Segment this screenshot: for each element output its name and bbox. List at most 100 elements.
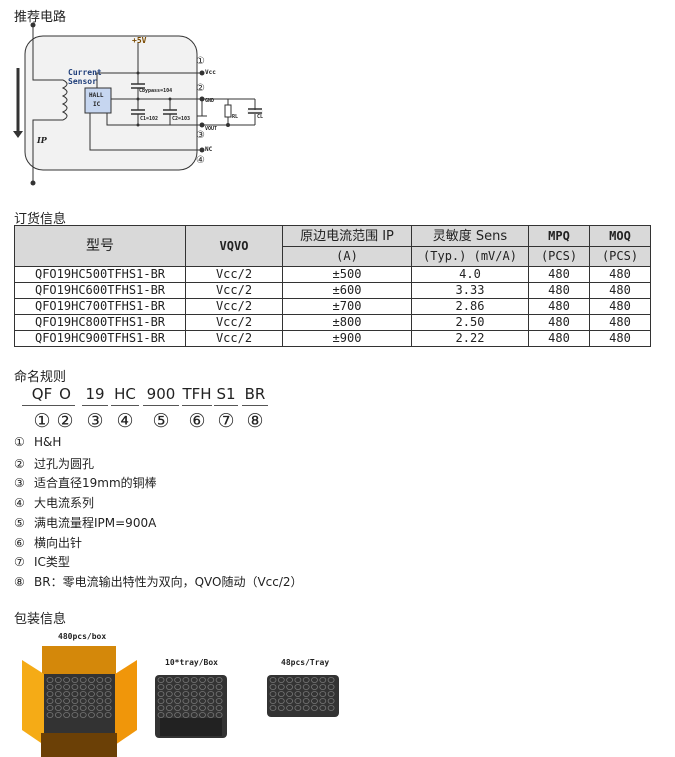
tray-cell (165, 705, 173, 711)
tray-cell (190, 691, 198, 697)
tray-cell (294, 677, 302, 683)
tray-cell (311, 705, 318, 711)
table-cell: QFO19HC500TFHS1-BR (14, 266, 186, 283)
table-cell: 3.33 (411, 282, 529, 299)
tray-cell (190, 705, 198, 711)
tray-cell (182, 677, 190, 683)
tray-cell (54, 677, 62, 683)
table-cell: 480 (589, 266, 651, 283)
code-number: ③ (86, 410, 104, 432)
tray-cell (157, 691, 165, 697)
code-segment: BR (242, 385, 268, 406)
table-cell: 480 (528, 266, 590, 283)
tray-cell (215, 712, 223, 718)
tray-cell (157, 712, 165, 718)
tray-cell (165, 677, 173, 683)
tray-cell (165, 684, 173, 690)
tray-cell (104, 691, 112, 697)
tray-cell (294, 684, 302, 690)
tray-cell (63, 677, 70, 683)
tray-cell (71, 691, 79, 697)
hall-ic (84, 87, 112, 114)
tray-cell (207, 677, 215, 683)
order-table: 型号 VQVO 原边电流范围 IP 灵敏度 Sens MPQ MOQ (A) (… (14, 225, 651, 347)
tray-cell (327, 691, 335, 697)
tray-cell (319, 691, 327, 697)
tray-cell (286, 698, 294, 704)
code-number: ⑤ (152, 410, 170, 432)
tray-cell (182, 691, 190, 697)
tray-cell (311, 691, 318, 697)
tray-cell (302, 691, 310, 697)
tray-cell (199, 677, 206, 683)
tray-cell (286, 684, 294, 690)
table-cell: Vcc/2 (185, 266, 283, 283)
table-cell: 480 (589, 314, 651, 331)
tray-cell (88, 698, 95, 704)
table-cell: QFO19HC700TFHS1-BR (14, 298, 186, 315)
tray-cell (319, 705, 327, 711)
tray-cell (54, 712, 62, 718)
tray-cell (327, 698, 335, 704)
tray-cell (327, 684, 335, 690)
tray-cell (286, 677, 294, 683)
code-number: ⑥ (188, 410, 206, 432)
tray-cell (174, 698, 182, 704)
tray-cell (165, 691, 173, 697)
table-cell: ±600 (282, 282, 412, 299)
tray-cell (277, 705, 285, 711)
tray-cell (319, 677, 327, 683)
tray-cell (174, 705, 182, 711)
tray-cell (319, 684, 327, 690)
tray-cell (302, 705, 310, 711)
tray-cell (190, 712, 198, 718)
code-segment: 900 (143, 385, 179, 406)
tray-cell (54, 684, 62, 690)
tray-cell (104, 712, 112, 718)
tray-cell (104, 698, 112, 704)
table-cell: ±800 (282, 314, 412, 331)
tray-cell (182, 712, 190, 718)
tray-image (267, 675, 339, 717)
tray-cell (174, 677, 182, 683)
tray-cell (46, 691, 54, 697)
circuit-diagram (13, 22, 263, 186)
tray-cell (269, 698, 277, 704)
table-cell: Vcc/2 (185, 330, 283, 347)
tray-cell (182, 698, 190, 704)
tray-cell (269, 705, 277, 711)
tray-cell (88, 712, 95, 718)
table-cell: QFO19HC900TFHS1-BR (14, 330, 186, 347)
tray-cell (46, 705, 54, 711)
tray-cell (182, 705, 190, 711)
tray-cell (207, 712, 215, 718)
tray-cell (88, 691, 95, 697)
tray-cell (294, 705, 302, 711)
packaging-images (22, 646, 339, 757)
tray-cell (165, 712, 173, 718)
code-segment: 19 (82, 385, 108, 406)
tray-cell (277, 684, 285, 690)
tray-cell (79, 705, 87, 711)
tray-cell (215, 677, 223, 683)
tray-cell (269, 691, 277, 697)
tray-box-image (155, 675, 227, 738)
tray-cell (190, 677, 198, 683)
table-cell: 480 (589, 330, 651, 347)
tray-cell (286, 705, 294, 711)
table-cell: 2.86 (411, 298, 529, 315)
tray-cell (311, 684, 318, 690)
table-cell: 480 (528, 314, 590, 331)
tray-cell (104, 705, 112, 711)
tray-cell (174, 712, 182, 718)
tray-cell (302, 677, 310, 683)
tray-cell (96, 691, 104, 697)
code-number: ⑦ (217, 410, 235, 432)
